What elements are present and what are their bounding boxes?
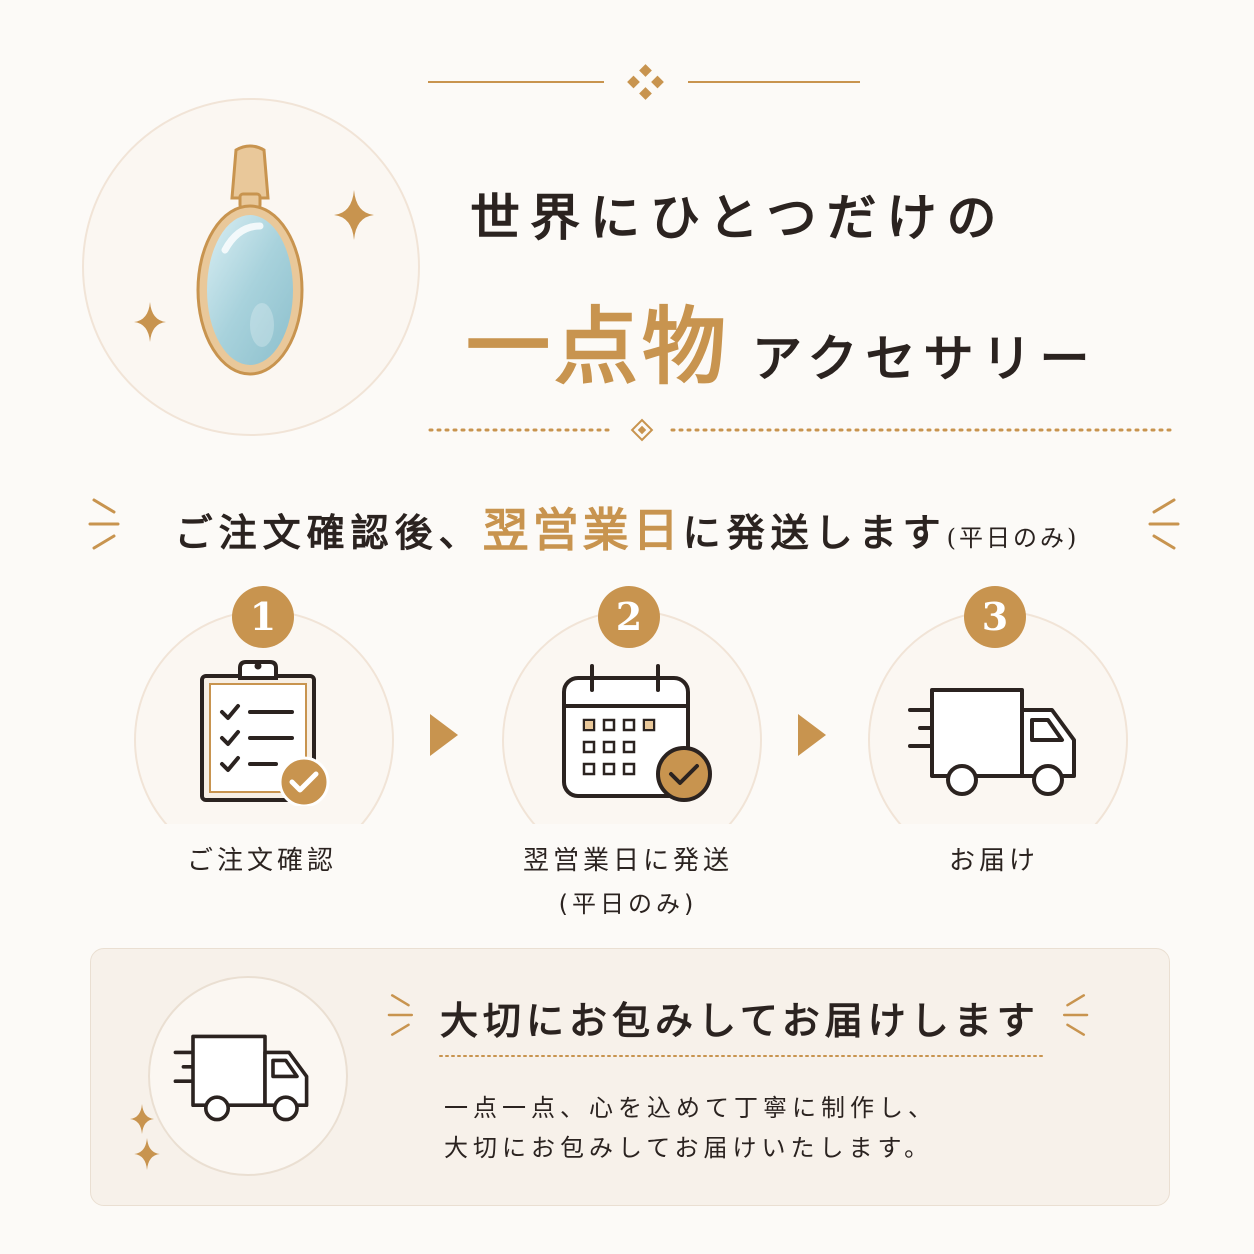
care-body-line: 大切にお包みしてお届けいたします。	[444, 1134, 934, 1162]
burst-right-icon	[1062, 994, 1089, 1036]
burst-left-icon	[387, 994, 414, 1036]
arrow-right-icon	[430, 714, 458, 756]
step-number-badge: 2	[598, 586, 660, 648]
top-ornament	[428, 64, 860, 100]
shipping-note: (平日のみ)	[946, 524, 1080, 552]
sparkle-icon	[130, 1104, 154, 1134]
clipboard-check-icon	[200, 660, 330, 806]
hero-suffix-text: アクセサリー	[752, 329, 1098, 388]
care-dotted-divider	[439, 1055, 1047, 1057]
step-sub-label: (平日のみ)	[558, 890, 698, 918]
sparkle-icon	[134, 302, 166, 342]
care-title: 大切にお包みしてお届けします	[440, 998, 1040, 1043]
shipping-accent: 翌営業日	[482, 503, 683, 557]
care-body-line: 一点一点、心を込めて丁寧に制作し、	[444, 1094, 937, 1122]
sparkle-icon	[334, 190, 374, 240]
step-label: ご注文確認	[186, 846, 337, 876]
step-label: お届け	[948, 846, 1039, 876]
dotted-divider	[428, 418, 1172, 442]
shipping-tail: に発送します	[682, 510, 947, 555]
step-mask	[488, 824, 778, 884]
hero-title: 世界にひとつだけの	[470, 188, 1007, 247]
pendant-icon	[196, 144, 304, 376]
sparkle-icon	[134, 1138, 160, 1170]
hero-accent-text: 一点物	[466, 297, 731, 396]
step-label: 翌営業日に発送	[522, 846, 733, 876]
step-mask	[854, 824, 1144, 884]
delivery-truck-icon	[908, 688, 1076, 796]
step-number-badge: 1	[232, 586, 294, 648]
hero-subtitle-line: 一点物アクセサリー	[466, 280, 1226, 401]
calendar-check-icon	[562, 664, 712, 802]
delivery-truck-icon	[173, 1034, 309, 1122]
shipping-headline: ご注文確認後、翌営業日に発送します(平日のみ)	[140, 494, 1114, 560]
shipping-lead: ご注文確認後、	[174, 510, 483, 555]
step-mask	[120, 824, 410, 884]
arrow-right-icon	[798, 714, 826, 756]
step-number-badge: 3	[964, 586, 1026, 648]
burst-right-icon	[1148, 498, 1180, 550]
burst-left-icon	[88, 498, 120, 550]
